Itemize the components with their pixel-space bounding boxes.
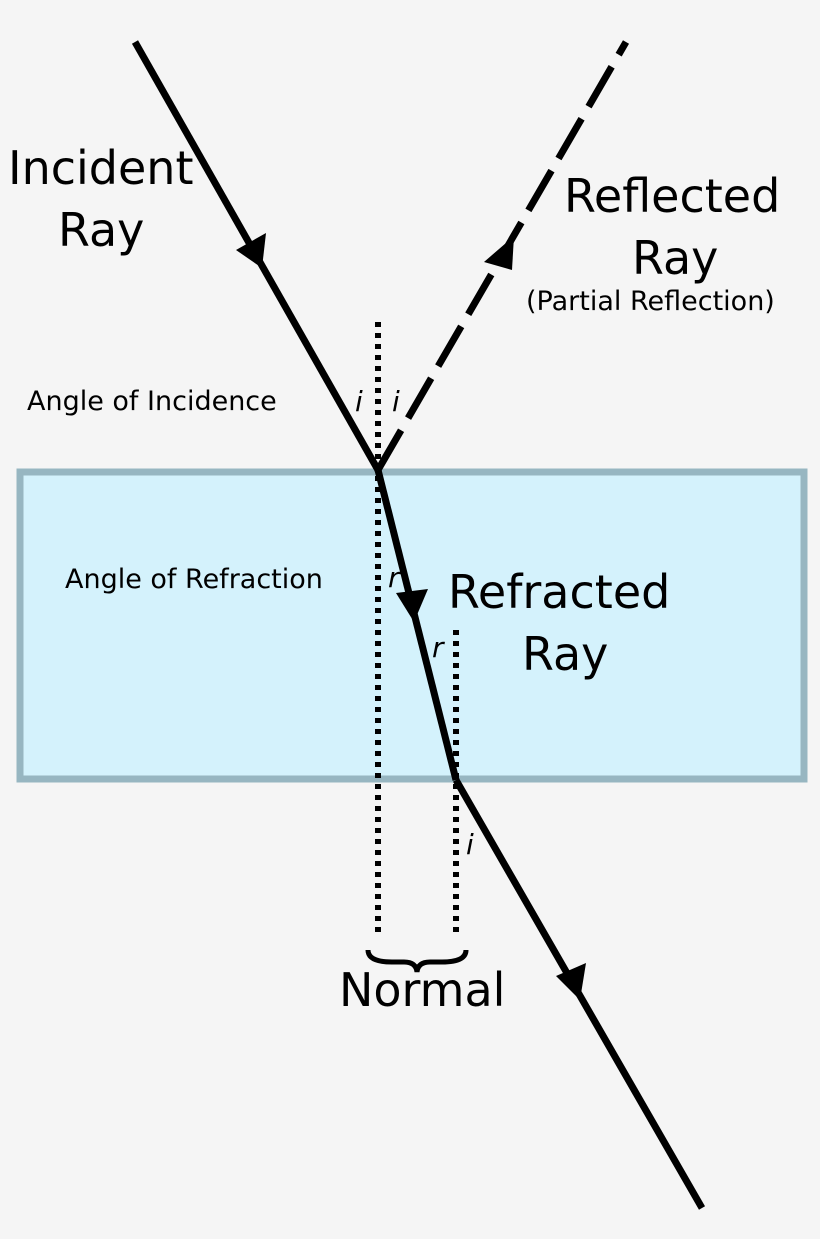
angle-i-exit: i [466, 828, 474, 861]
refracted-label-line1: Refracted [448, 565, 670, 619]
reflected-label-line2: Ray [632, 231, 718, 285]
incident-label-line2: Ray [58, 203, 144, 257]
incident-label-line1: Incident [8, 141, 193, 195]
angle-r-bottom: r [432, 631, 445, 664]
angle-r-top: r [388, 561, 401, 594]
angle-i-right: i [392, 385, 400, 418]
angle-refraction-label: Angle of Refraction [65, 564, 323, 595]
incident-arrow-icon [236, 233, 266, 268]
normal-label: Normal [339, 963, 505, 1017]
angle-incidence-label: Angle of Incidence [27, 386, 277, 417]
medium-block [16, 468, 808, 783]
refracted-label-line2: Ray [522, 627, 608, 681]
reflected-arrow-icon [484, 236, 514, 270]
refracted-ray [374, 469, 460, 781]
normal-brace-icon [365, 949, 469, 973]
reflected-label-line1: Reflected [564, 169, 780, 223]
reflected-note: (Partial Reflection) [526, 286, 775, 317]
refracted-arrow-icon [396, 589, 428, 622]
emergent-arrow-icon [556, 963, 586, 1000]
angle-i-left: i [355, 385, 363, 418]
